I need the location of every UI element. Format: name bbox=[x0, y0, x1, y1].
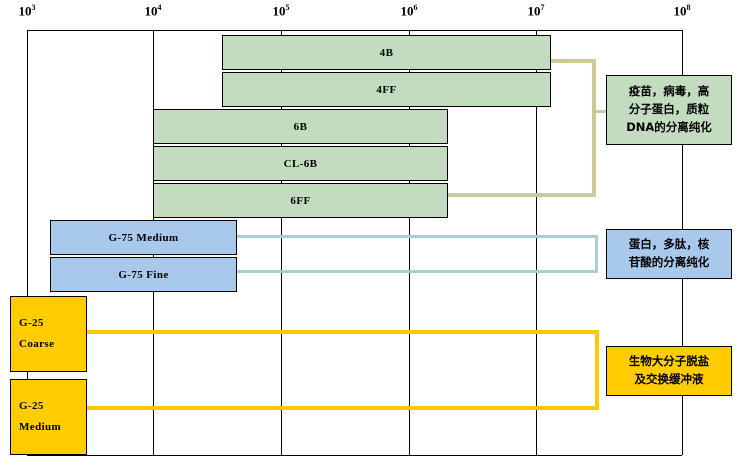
bar-label: G-75 Medium bbox=[108, 231, 179, 244]
bar-6b[interactable]: 6B bbox=[153, 109, 448, 144]
bar-g75-fine[interactable]: G-75 Fine bbox=[50, 257, 237, 292]
bar-label-multiline: G-25 Coarse bbox=[19, 313, 54, 355]
bar-label: G-75 Fine bbox=[118, 268, 169, 281]
callout-line2: 苷酸的分离纯化 bbox=[628, 255, 710, 269]
callout-blue-applications: 蛋白，多肽，核 苷酸的分离纯化 bbox=[606, 229, 732, 279]
bar-label: CL-6B bbox=[283, 157, 318, 170]
x-axis-line bbox=[27, 30, 682, 31]
bar-4b[interactable]: 4B bbox=[222, 35, 551, 70]
bar-cl-6b[interactable]: CL-6B bbox=[153, 146, 448, 181]
callout-line3: DNA的分离纯化 bbox=[626, 119, 712, 134]
callout-line1: 生物大分子脱盐 bbox=[628, 354, 710, 369]
gridline-3 bbox=[281, 30, 282, 455]
bar-g25-medium[interactable]: G-25 Medium bbox=[10, 379, 87, 455]
bar-label-line2: Medium bbox=[19, 421, 62, 433]
axis-tick-label-2: 104 bbox=[144, 3, 162, 19]
callout-text: 蛋白，多肽，核 苷酸的分离纯化 bbox=[629, 236, 710, 272]
gridline-5 bbox=[536, 30, 537, 455]
bar-label: 4FF bbox=[376, 83, 397, 96]
axis-tick-label-6: 108 bbox=[673, 3, 691, 19]
bar-label: 6B bbox=[293, 120, 308, 133]
callout-green-applications: 疫苗，病毒，高 分子蛋白，质粒 DNA的分离纯化 bbox=[606, 75, 732, 145]
axis-tick-label-3: 105 bbox=[272, 3, 290, 19]
bar-label-line1: G-25 bbox=[19, 400, 44, 413]
callout-yellow-applications: 生物大分子脱盐 及交换缓冲液 bbox=[606, 346, 732, 396]
bar-label-multiline: G-25 Medium bbox=[19, 396, 61, 438]
axis-tick-label-5: 107 bbox=[527, 3, 545, 19]
bar-g75-medium[interactable]: G-75 Medium bbox=[50, 220, 237, 255]
bar-label-line2: Coarse bbox=[19, 338, 55, 350]
callout-line2: 分子蛋白，质粒 bbox=[628, 102, 710, 117]
gridline-4 bbox=[409, 30, 410, 455]
callout-text: 疫苗，病毒，高 分子蛋白，质粒 DNA的分离纯化 bbox=[626, 83, 712, 136]
callout-line1: 疫苗，病毒，高 bbox=[628, 84, 710, 99]
axis-tick-label-1: 103 bbox=[18, 3, 36, 19]
bar-label: 6FF bbox=[290, 194, 311, 207]
bar-6ff[interactable]: 6FF bbox=[153, 183, 448, 218]
callout-line1: 蛋白，多肽，核 bbox=[628, 237, 710, 252]
bar-label: 4B bbox=[379, 46, 394, 59]
callout-line2: 及交换缓冲液 bbox=[634, 372, 704, 386]
bar-4ff[interactable]: 4FF bbox=[222, 72, 551, 107]
bar-g25-coarse[interactable]: G-25 Coarse bbox=[10, 296, 87, 372]
chart-frame-bottom bbox=[27, 455, 682, 456]
axis-tick-label-4: 106 bbox=[400, 3, 418, 19]
callout-text: 生物大分子脱盐 及交换缓冲液 bbox=[629, 353, 710, 389]
bar-label-line1: G-25 bbox=[19, 317, 44, 330]
gridline-1 bbox=[27, 30, 28, 455]
